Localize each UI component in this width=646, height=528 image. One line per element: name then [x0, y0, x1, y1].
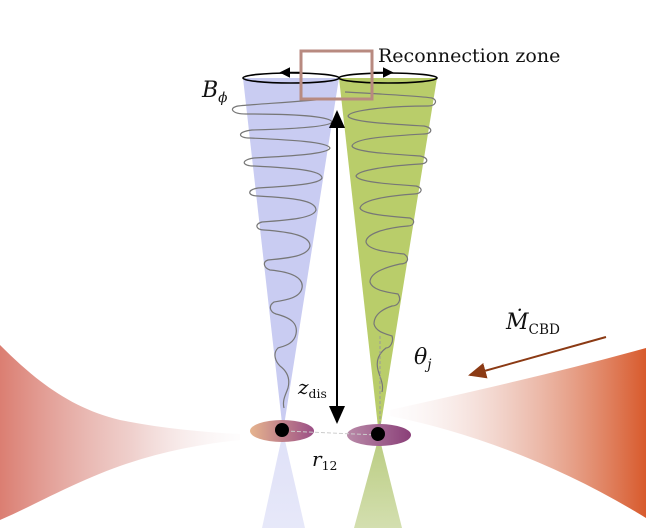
jet-cone-right — [339, 78, 437, 436]
theta-j-label: θj — [414, 345, 432, 373]
helix-right — [344, 91, 437, 393]
mdot-main: Ṁ — [506, 310, 529, 335]
theta-j-main: θ — [414, 345, 428, 370]
mdot-label: ṀCBD — [506, 310, 560, 338]
b-phi-main: B — [202, 78, 219, 103]
counter-jet-right — [354, 436, 402, 528]
helix-left — [231, 97, 336, 409]
b-phi-sub: ϕ — [218, 89, 228, 106]
black-hole-right — [371, 427, 385, 441]
reconnection-zone-box — [299, 49, 374, 101]
b-phi-label: Bϕ — [202, 78, 228, 106]
z-dis-label: zdis — [298, 375, 327, 402]
r-12-main: r — [312, 447, 322, 471]
accretion-arrow — [468, 336, 607, 379]
circumbinary-disk-right — [390, 348, 646, 518]
mdot-sub: CBD — [528, 321, 560, 338]
black-hole-left — [275, 423, 289, 437]
counter-jet-left — [262, 432, 305, 528]
r-12-sub: 12 — [321, 458, 338, 474]
r-12-label: r12 — [312, 447, 338, 474]
theta-j-sub: j — [427, 356, 432, 373]
circumbinary-disk-left — [0, 345, 240, 520]
z-dis-sub: dis — [308, 386, 327, 402]
reconnection-zone-label: Reconnection zone — [378, 45, 561, 67]
z-dis-main: z — [298, 375, 309, 399]
binary-separation-line — [284, 430, 379, 436]
